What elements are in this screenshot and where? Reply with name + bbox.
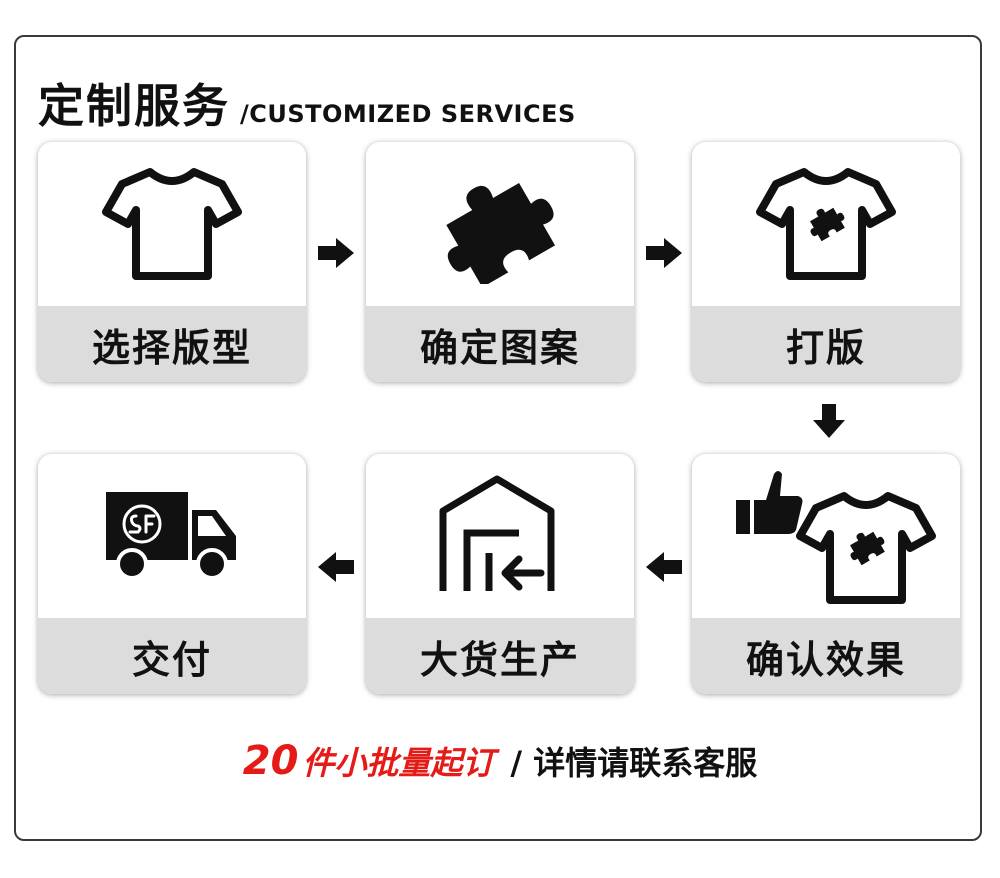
step-label: 确定图案 [419,325,580,370]
arrow-left-icon [646,552,682,582]
thumbs-up-tshirt-icon [736,471,936,604]
arrow-right-icon [646,238,682,268]
footer-note: 20 件小批量起订 / 详情请联系客服 [0,738,1000,798]
warehouse-icon [439,475,555,591]
arrow-right-icon [318,238,354,268]
step-card-confirm-effect: 确认效果 [692,454,960,694]
tshirt-puzzle-icon [756,168,896,280]
minimum-order-text: 件小批量起订 [302,744,495,782]
thumbs-up-icon [736,471,803,534]
puzzle-piece-icon [446,182,556,284]
tshirt-outline-icon [102,168,242,280]
title-chinese: 定制服务 [38,79,230,133]
step-card-confirm-pattern: 确定图案 [366,142,634,382]
step-card-sample: 打版 [692,142,960,382]
contact-service-text: / 详情请联系客服 [510,744,758,782]
step-card-delivery: 交付 [38,454,306,694]
arrow-left-icon [318,552,354,582]
step-label: 交付 [131,637,212,682]
sf-delivery-truck-icon [106,492,236,580]
step-label: 打版 [785,325,866,370]
page-title: 定制服务 /CUSTOMIZED SERVICES [38,70,576,134]
step-card-mass-production: 大货生产 [366,454,634,694]
step-card-select-style: 选择版型 [38,142,306,382]
arrow-down-icon [813,404,845,438]
title-english: /CUSTOMIZED SERVICES [240,100,576,128]
step-label: 确认效果 [745,637,906,682]
step-label: 选择版型 [91,325,252,370]
minimum-order-number: 20 [242,738,299,784]
step-label: 大货生产 [419,637,580,682]
